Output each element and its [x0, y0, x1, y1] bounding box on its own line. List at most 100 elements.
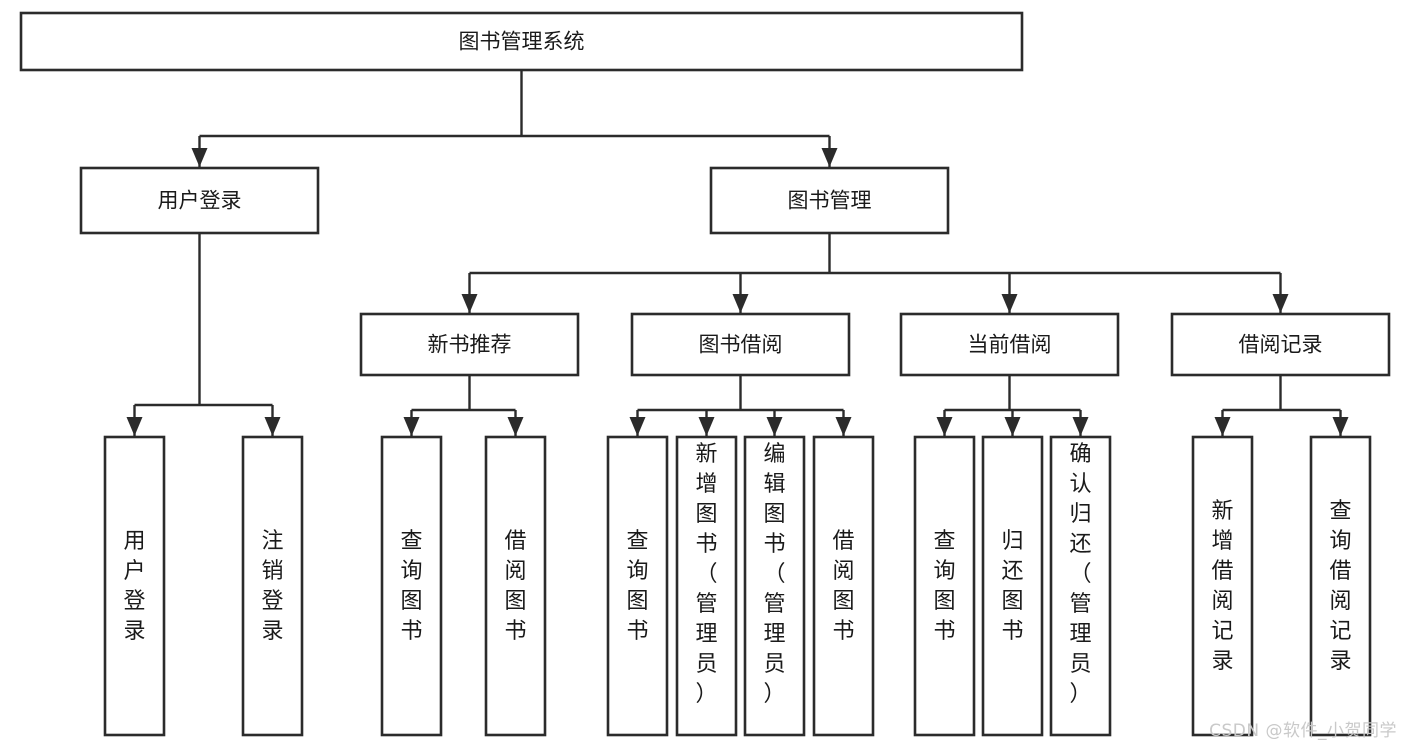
node-leaf-query-book-borrow-label-char: 询 [626, 559, 648, 584]
node-leaf-add-borrow-record-label-char: 新 [1211, 499, 1233, 524]
node-current-borrow-rect[interactable] [899, 312, 1120, 377]
node-leaf-add-borrow-record-label-char: 记 [1211, 619, 1233, 644]
node-leaf-edit-book-admin-label-char: 员 [763, 652, 785, 677]
node-user-login-rect[interactable] [79, 166, 320, 235]
node-user-login[interactable]: 用户登录 [79, 166, 320, 235]
node-leaf-add-book-admin-rect[interactable] [675, 435, 738, 737]
node-leaf-borrow-book-rec-rect[interactable] [484, 435, 547, 737]
node-leaf-confirm-return-admin-label-char: 归 [1069, 502, 1091, 527]
node-leaf-query-borrow-record-label-char: 录 [1329, 649, 1351, 674]
node-leaf-add-borrow-record-rect[interactable] [1191, 435, 1254, 737]
node-leaf-borrow-book-rec-label-char: 书 [504, 619, 526, 644]
node-current-borrow[interactable]: 当前借阅 [899, 312, 1120, 377]
node-leaf-confirm-return-admin-label-char: 理 [1069, 622, 1091, 647]
node-borrow-record-rect[interactable] [1170, 312, 1391, 377]
node-leaf-confirm-return-admin-label-char: 确 [1069, 442, 1091, 467]
arrow-head-icon [191, 148, 208, 167]
node-leaf-edit-book-admin-label-char: 理 [763, 622, 785, 647]
node-leaf-user-login-rect[interactable] [103, 435, 166, 737]
node-leaf-borrow-book-rec-label-char: 借 [504, 529, 526, 554]
node-leaf-return-book-label-char: 书 [1001, 619, 1023, 644]
node-leaf-return-book-rect[interactable] [981, 435, 1044, 737]
arrow-head-icon [126, 417, 143, 436]
arrow-head-icon [1214, 417, 1231, 436]
node-leaf-add-book-admin-label-char: 理 [695, 622, 717, 647]
node-leaf-borrow-book-rec-label-char: 图 [504, 589, 526, 614]
node-leaf-return-book-label-char: 归 [1001, 529, 1023, 554]
node-leaf-confirm-return-admin-rect[interactable] [1049, 435, 1112, 737]
node-leaf-user-login-label-char: 登 [123, 589, 145, 614]
node-leaf-user-login-label-char: 户 [123, 559, 145, 584]
arrow-head-icon [821, 148, 838, 167]
node-leaf-user-login-label-char: 录 [123, 619, 145, 644]
node-leaf-logout-label-char: 销 [261, 559, 283, 584]
node-leaf-borrow-book-label-char: 书 [832, 619, 854, 644]
node-leaf-add-book-admin-label-char: 图 [695, 502, 717, 527]
node-leaf-query-borrow-record-rect[interactable] [1309, 435, 1372, 737]
node-leaf-query-book-rec-label-char: 书 [400, 619, 422, 644]
node-leaf-borrow-book-label-char: 借 [832, 529, 854, 554]
node-leaf-add-book-admin-label-char: ） [695, 682, 717, 707]
node-book-borrow[interactable]: 图书借阅 [630, 312, 851, 377]
node-leaf-query-borrow-record-label-char: 阅 [1329, 589, 1351, 614]
node-book-manage-rect[interactable] [709, 166, 950, 235]
node-leaf-borrow-book-label-char: 图 [832, 589, 854, 614]
node-root-label: 图书管理系统 [459, 30, 585, 54]
node-book-borrow-label: 图书借阅 [699, 333, 783, 357]
node-leaf-query-book-current-rect[interactable] [913, 435, 976, 737]
node-new-book-recommend[interactable]: 新书推荐 [359, 312, 580, 377]
node-leaf-borrow-book-rect[interactable] [812, 435, 875, 737]
node-leaf-logout-rect[interactable] [241, 435, 304, 737]
node-leaf-query-book-borrow-rect[interactable] [606, 435, 669, 737]
node-leaf-add-borrow-record-label-char: 增 [1211, 529, 1233, 554]
node-leaf-query-book-rec-rect[interactable] [380, 435, 443, 737]
node-layer: 图书管理系统用户登录图书管理新书推荐图书借阅当前借阅借阅记录用户登录注销登录查询… [19, 11, 1391, 737]
node-borrow-record[interactable]: 借阅记录 [1170, 312, 1391, 377]
node-new-book-recommend-rect[interactable] [359, 312, 580, 377]
node-borrow-record-label: 借阅记录 [1239, 333, 1323, 357]
arrow-head-icon [1004, 417, 1021, 436]
node-leaf-edit-book-admin-label-char: ） [763, 682, 785, 707]
node-book-borrow-rect[interactable] [630, 312, 851, 377]
node-leaf-query-borrow-record-label-char: 查 [1329, 499, 1351, 524]
node-leaf-confirm-return-admin-label-char: 管 [1069, 592, 1091, 617]
node-leaf-query-book-current-label-char: 书 [933, 619, 955, 644]
node-leaf-edit-book-admin-rect[interactable] [743, 435, 806, 737]
node-leaf-confirm-return-admin-label-char: 还 [1069, 532, 1091, 557]
node-leaf-edit-book-admin-label-char: 书 [763, 532, 785, 557]
arrow-head-icon [766, 417, 783, 436]
node-leaf-add-book-admin-label-char: （ [695, 562, 717, 587]
node-leaf-query-book-rec-label-char: 询 [400, 559, 422, 584]
node-leaf-return-book-label-char: 还 [1001, 559, 1023, 584]
connector-layer [126, 70, 1349, 436]
arrow-head-icon [264, 417, 281, 436]
node-user-login-label: 用户登录 [158, 189, 242, 213]
node-leaf-edit-book-admin-label-char: 图 [763, 502, 785, 527]
node-leaf-query-borrow-record-label-char: 询 [1329, 529, 1351, 554]
arrow-head-icon [936, 417, 953, 436]
node-book-manage[interactable]: 图书管理 [709, 166, 950, 235]
node-root-rect[interactable] [19, 11, 1024, 72]
arrow-head-icon [1332, 417, 1349, 436]
node-leaf-logout-label-char: 录 [261, 619, 283, 644]
node-root[interactable]: 图书管理系统 [19, 11, 1024, 72]
node-leaf-edit-book-admin-label-char: 管 [763, 592, 785, 617]
node-leaf-user-login[interactable]: 用户登录 [103, 435, 166, 737]
node-leaf-edit-book-admin-label-char: 编 [763, 442, 785, 467]
node-leaf-add-book-admin-label-char: 新 [695, 442, 717, 467]
arrow-head-icon [732, 294, 749, 313]
arrow-head-icon [507, 417, 524, 436]
